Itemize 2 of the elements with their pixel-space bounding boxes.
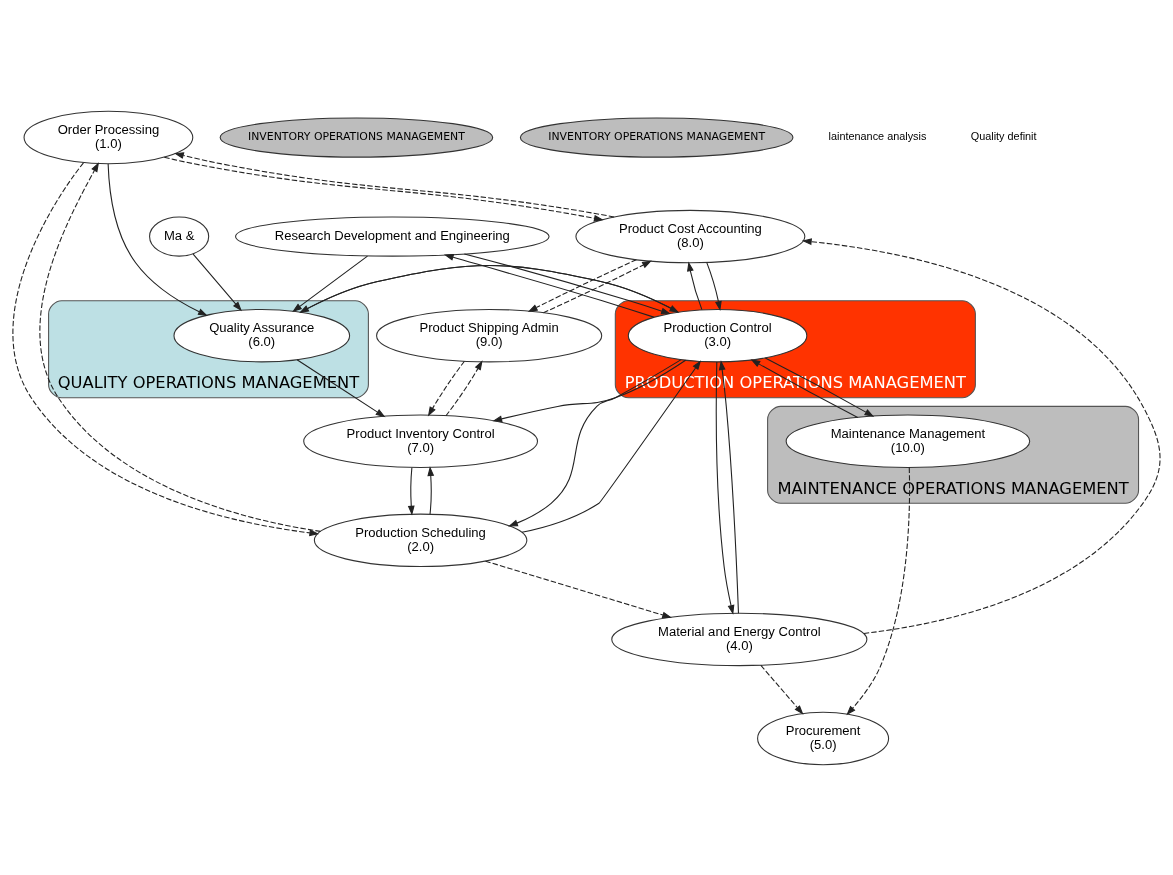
- label: laintenance analysis: [828, 129, 927, 142]
- label: Quality definit: [970, 129, 1037, 142]
